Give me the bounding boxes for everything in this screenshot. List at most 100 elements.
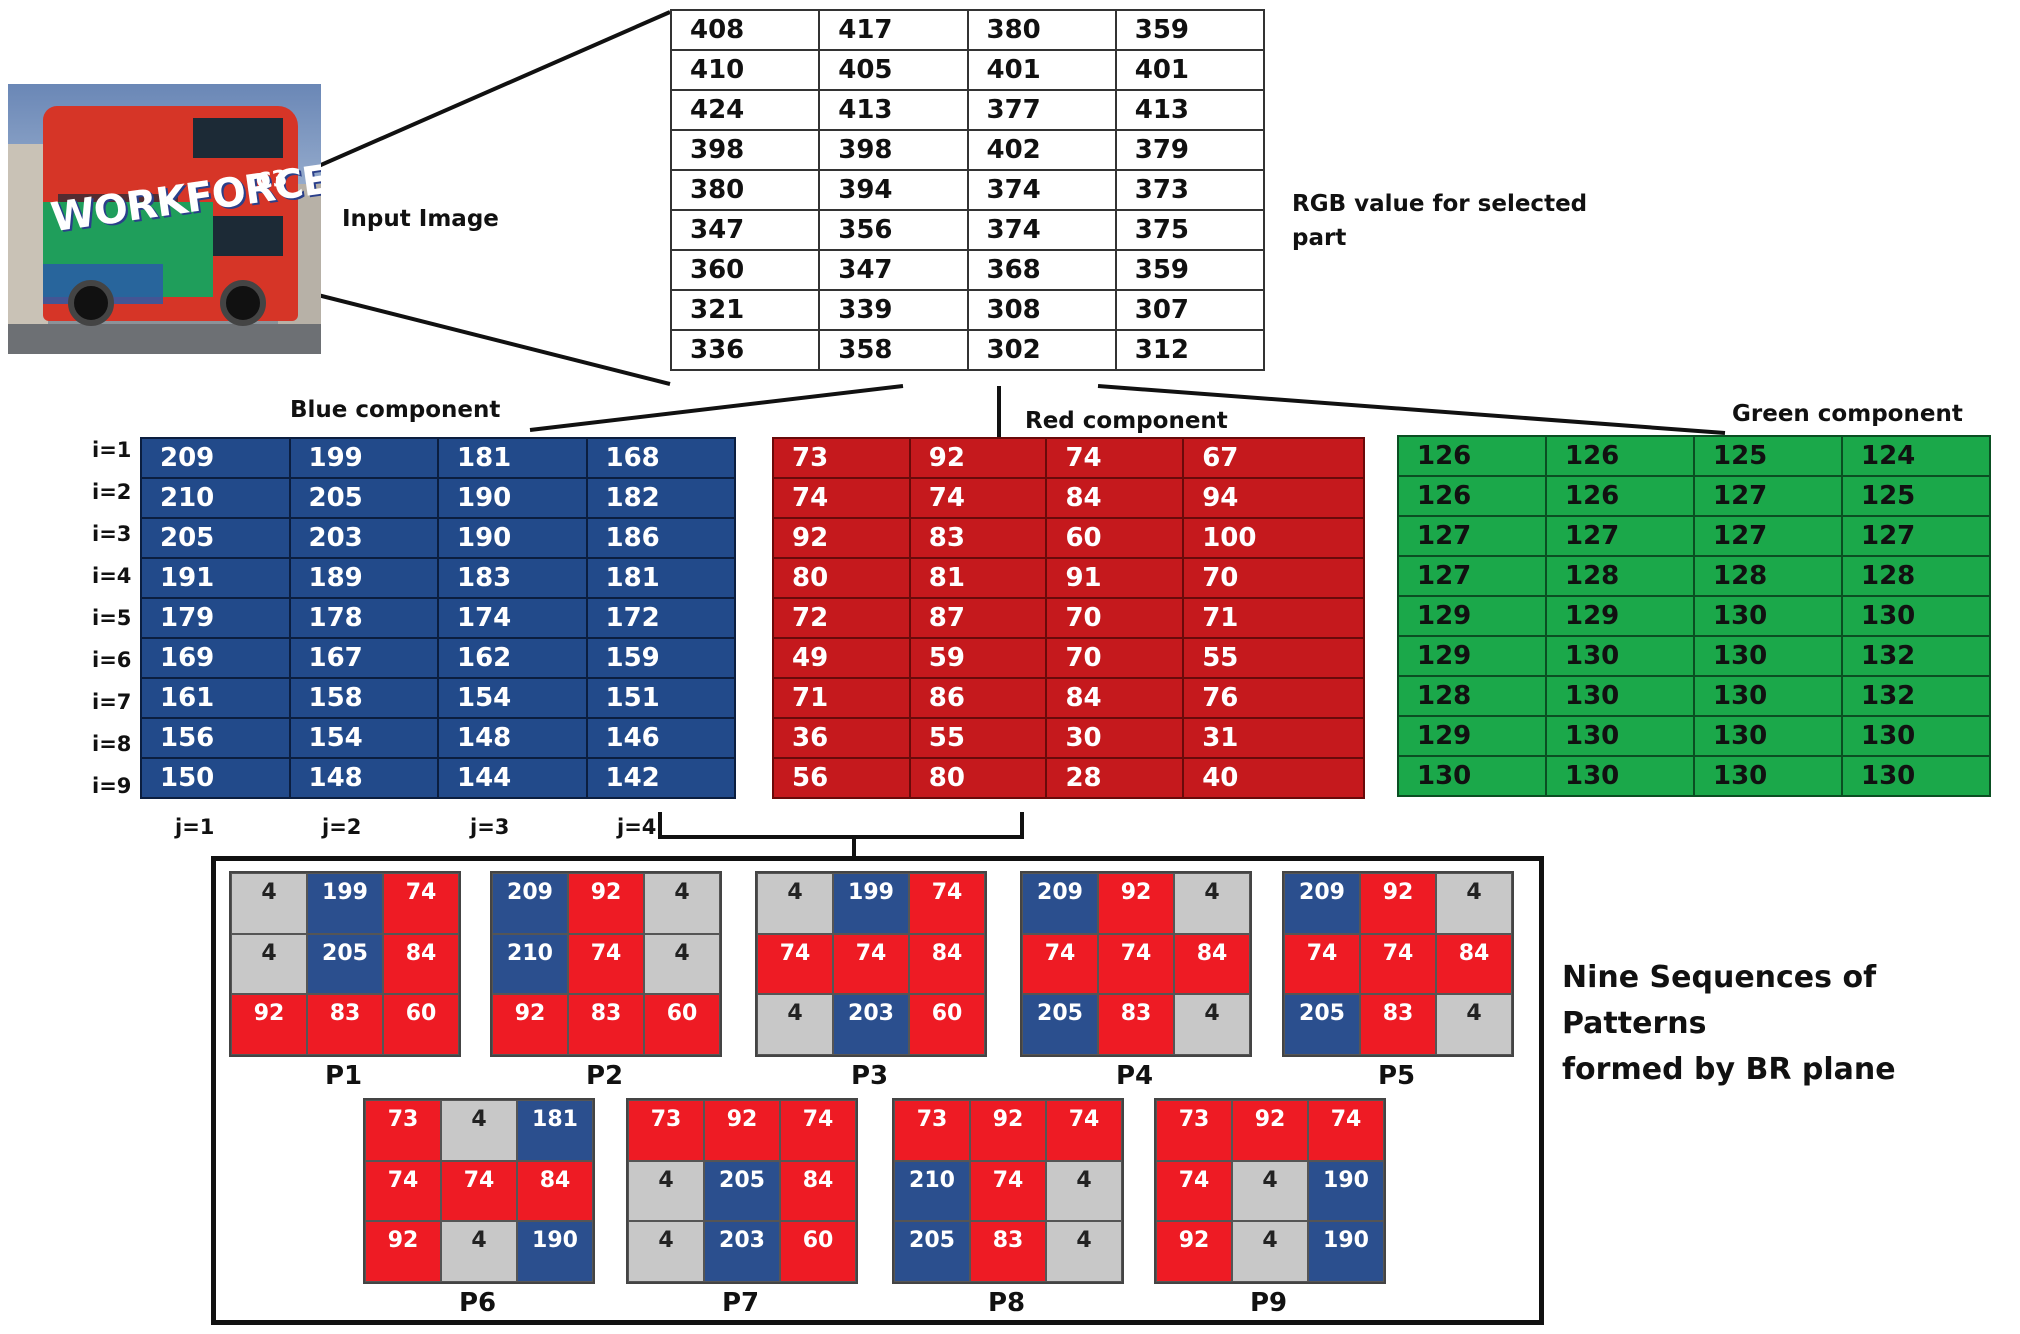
green-cell: 126	[1397, 475, 1547, 517]
blue-cell: 190	[437, 517, 588, 559]
blue-cell: 148	[437, 717, 588, 759]
rgb-cell: 356	[818, 209, 969, 251]
red-cell: 80	[908, 757, 1048, 799]
pattern-cell: 74	[909, 873, 985, 934]
pattern-cell: 205	[894, 1221, 970, 1282]
red-cell: 71	[772, 677, 911, 719]
pattern-cell: 74	[833, 933, 909, 995]
pattern-label: P8	[988, 1288, 1026, 1318]
blue-cell: 186	[585, 517, 736, 559]
pattern-cell: 4	[757, 994, 833, 1055]
pattern-cell: 92	[704, 1100, 780, 1161]
column-index-label: j=1	[175, 815, 215, 839]
green-cell: 130	[1841, 715, 1991, 757]
green-cell: 127	[1841, 515, 1991, 557]
pattern-cell: 74	[1156, 1160, 1232, 1222]
pattern-cell: 74	[568, 933, 644, 995]
red-cell: 60	[1045, 517, 1185, 559]
green-cell: 130	[1545, 715, 1695, 757]
blue-cell: 183	[437, 557, 588, 599]
pattern-cell: 73	[894, 1100, 970, 1161]
pattern-cell: 205	[1284, 994, 1360, 1055]
blue-cell: 148	[288, 757, 439, 799]
red-cell: 36	[772, 717, 911, 759]
row-index-label: i=2	[92, 480, 132, 504]
pattern-cell: 83	[568, 994, 644, 1055]
rgb-cell: 373	[1114, 169, 1266, 211]
rgb-cell: 401	[966, 49, 1117, 91]
row-index-label: i=6	[92, 648, 132, 672]
blue-component-title: Blue component	[290, 397, 501, 423]
red-component-title: Red component	[1025, 408, 1228, 434]
blue-cell: 210	[140, 477, 291, 519]
red-cell: 30	[1045, 717, 1185, 759]
pattern-cell: 203	[833, 994, 909, 1055]
red-cell: 74	[1045, 437, 1185, 479]
pattern-cell: 181	[517, 1100, 593, 1161]
pattern-cell: 73	[628, 1100, 704, 1161]
rgb-cell: 359	[1114, 249, 1266, 291]
pattern-cell: 84	[517, 1160, 593, 1222]
pattern-cell: 74	[365, 1160, 441, 1222]
rgb-caption-line1: RGB value for selected	[1292, 191, 1588, 217]
red-cell: 49	[772, 637, 911, 679]
blue-cell: 162	[437, 637, 588, 679]
rgb-cell: 413	[818, 89, 969, 131]
rgb-cell: 405	[818, 49, 969, 91]
green-cell: 127	[1397, 555, 1547, 597]
patterns-caption: Nine Sequences of Patterns formed by BR …	[1562, 955, 2020, 1093]
pattern-cell: 4	[757, 873, 833, 934]
pattern-cell: 4	[441, 1100, 517, 1161]
pattern-cell: 74	[1284, 933, 1360, 995]
red-cell: 56	[772, 757, 911, 799]
pattern-cell: 4	[1046, 1221, 1122, 1282]
rgb-cell: 398	[669, 129, 821, 171]
rgb-cell: 410	[669, 49, 821, 91]
red-cell: 55	[908, 717, 1048, 759]
pattern-cell: 74	[757, 933, 833, 995]
rgb-cell: 307	[1114, 289, 1266, 331]
red-cell: 70	[1182, 557, 1365, 599]
pattern-cell: 4	[644, 873, 720, 934]
blue-cell: 191	[140, 557, 291, 599]
pattern-cell: 190	[517, 1221, 593, 1282]
pattern-cell: 4	[628, 1160, 704, 1222]
pattern-cell: 74	[1046, 1100, 1122, 1161]
pattern-cell: 74	[1098, 933, 1174, 995]
pattern-cell: 209	[1284, 873, 1360, 934]
green-cell: 128	[1693, 555, 1843, 597]
rgb-cell: 374	[966, 209, 1117, 251]
green-cell: 129	[1397, 595, 1547, 637]
green-cell: 128	[1545, 555, 1695, 597]
pattern-cell: 74	[970, 1160, 1046, 1222]
pattern-cell: 210	[894, 1160, 970, 1222]
pattern-cell: 199	[833, 873, 909, 934]
rgb-cell: 398	[818, 129, 969, 171]
pattern-cell: 4	[628, 1221, 704, 1282]
red-cell: 86	[908, 677, 1048, 719]
pattern-cell: 4	[1436, 994, 1512, 1055]
rgb-cell: 359	[1114, 9, 1266, 51]
patterns-caption-line2: formed by BR plane	[1562, 1052, 1896, 1087]
pattern-label: P9	[1250, 1288, 1288, 1318]
